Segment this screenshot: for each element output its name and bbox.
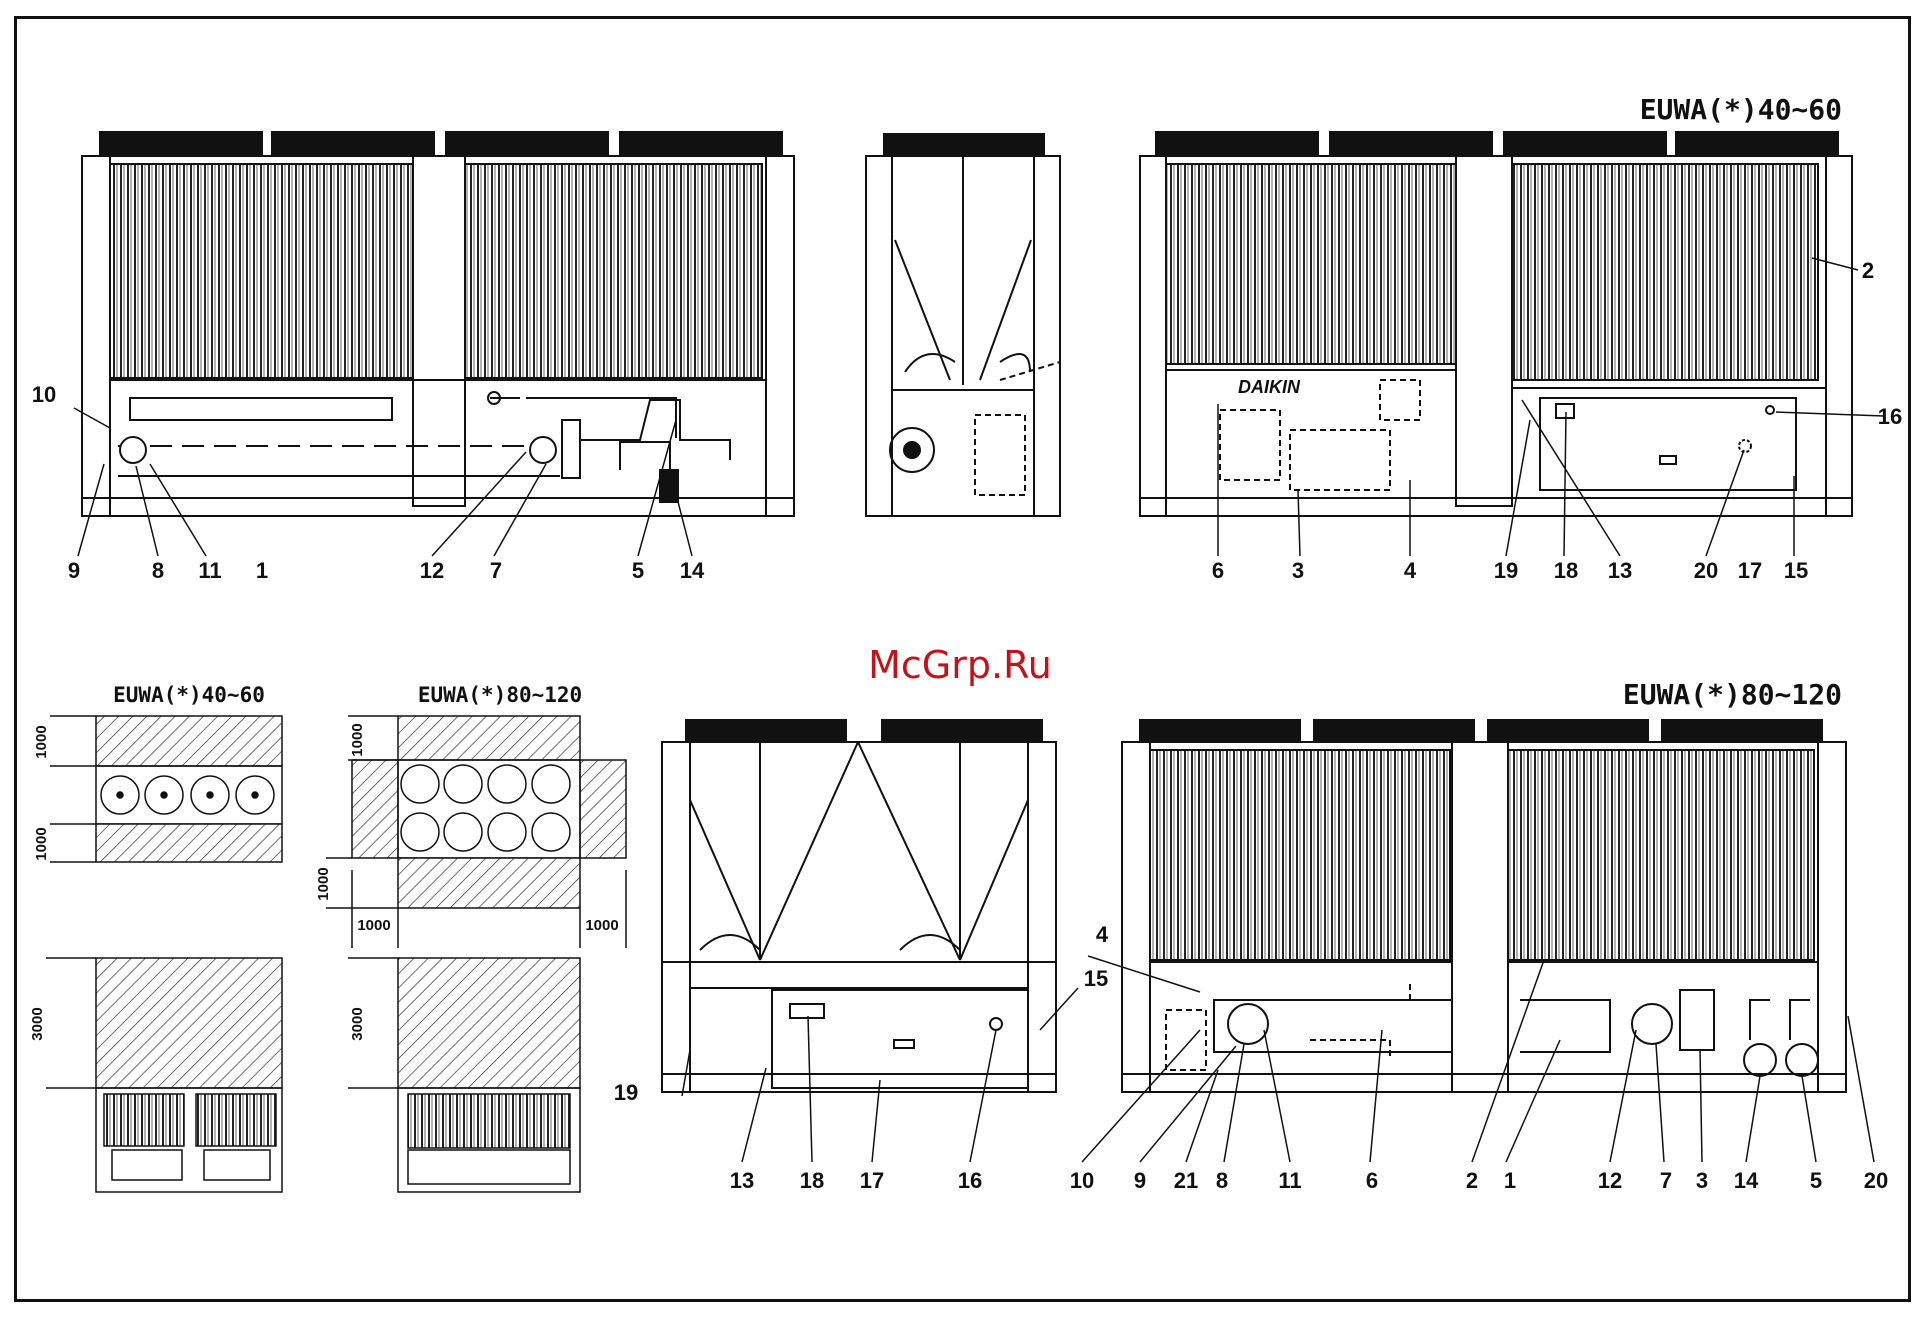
svg-text:7: 7 (1660, 1168, 1672, 1193)
svg-text:1: 1 (256, 558, 268, 583)
svg-text:4: 4 (1404, 558, 1417, 583)
svg-text:1000: 1000 (585, 917, 618, 934)
svg-text:5: 5 (1810, 1168, 1822, 1193)
callout-leaders (74, 258, 1884, 1162)
svg-text:1: 1 (1504, 1168, 1516, 1193)
svg-text:1000: 1000 (349, 723, 366, 756)
svg-text:19: 19 (1494, 558, 1518, 583)
svg-text:6: 6 (1366, 1168, 1378, 1193)
svg-text:3000: 3000 (349, 1007, 366, 1040)
svg-text:13: 13 (730, 1168, 754, 1193)
svg-text:11: 11 (198, 558, 221, 583)
unit-side-view-large (1122, 720, 1846, 1092)
svg-text:8: 8 (152, 558, 164, 583)
svg-text:5: 5 (632, 558, 644, 583)
caption-top-right: EUWA(*)40~60 (1640, 93, 1842, 126)
svg-text:18: 18 (800, 1168, 824, 1193)
svg-text:1000: 1000 (33, 725, 50, 758)
clearance-plan-small (46, 716, 282, 1192)
daikin-logo: DAIKIN (1238, 377, 1301, 397)
unit-side-view-right (1140, 132, 1852, 516)
svg-text:1000: 1000 (315, 867, 332, 900)
svg-text:12: 12 (420, 558, 444, 583)
callouts-top-left: 9 8 11 1 12 7 5 14 10 (32, 382, 705, 583)
svg-text:18: 18 (1554, 558, 1578, 583)
svg-text:6: 6 (1212, 558, 1224, 583)
svg-text:20: 20 (1694, 558, 1718, 583)
svg-text:16: 16 (958, 1168, 982, 1193)
clearance-plan-large (326, 716, 626, 1192)
svg-text:17: 17 (860, 1168, 884, 1193)
svg-text:9: 9 (1134, 1168, 1146, 1193)
svg-text:17: 17 (1738, 558, 1762, 583)
svg-text:10: 10 (1070, 1168, 1094, 1193)
svg-text:16: 16 (1878, 404, 1902, 429)
svg-text:15: 15 (1784, 558, 1808, 583)
svg-text:3: 3 (1292, 558, 1304, 583)
svg-text:14: 14 (680, 558, 705, 583)
svg-text:3: 3 (1696, 1168, 1708, 1193)
svg-text:19: 19 (614, 1080, 638, 1105)
svg-text:4: 4 (1096, 922, 1109, 947)
svg-text:13: 13 (1608, 558, 1632, 583)
svg-text:11: 11 (1278, 1168, 1301, 1193)
caption-plan-small: EUWA(*)40~60 (113, 683, 265, 707)
svg-text:1000: 1000 (357, 917, 390, 934)
svg-text:10: 10 (32, 382, 56, 407)
svg-text:1000: 1000 (33, 827, 50, 860)
caption-bottom-right: EUWA(*)80~120 (1623, 678, 1842, 711)
callouts-bottom-mid: 13 18 17 16 19 15 (614, 966, 1108, 1193)
svg-text:15: 15 (1084, 966, 1108, 991)
unit-side-view-left (82, 132, 794, 516)
caption-plan-large: EUWA(*)80~120 (418, 683, 582, 707)
unit-end-view-bottom (662, 720, 1056, 1092)
unit-end-view-top (866, 134, 1060, 516)
svg-text:12: 12 (1598, 1168, 1622, 1193)
svg-text:2: 2 (1466, 1168, 1478, 1193)
svg-text:21: 21 (1174, 1168, 1198, 1193)
svg-text:14: 14 (1734, 1168, 1759, 1193)
watermark: McGrp.Ru (868, 643, 1052, 687)
svg-text:9: 9 (68, 558, 80, 583)
svg-text:20: 20 (1864, 1168, 1888, 1193)
svg-text:8: 8 (1216, 1168, 1228, 1193)
svg-text:7: 7 (490, 558, 502, 583)
svg-text:3000: 3000 (29, 1007, 46, 1040)
svg-text:2: 2 (1862, 258, 1874, 283)
